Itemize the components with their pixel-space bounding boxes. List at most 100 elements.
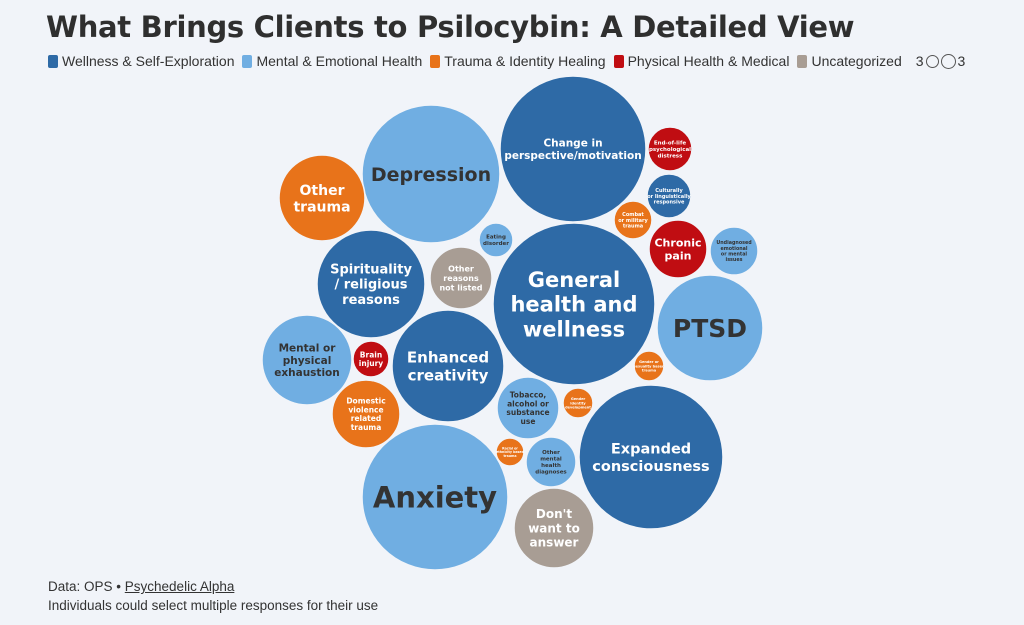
- legend-swatch-wellness: [48, 54, 58, 68]
- source-prefix: Data: OPS •: [48, 579, 122, 594]
- legend-swatch-trauma: [430, 54, 441, 68]
- bubble-circle[interactable]: [525, 436, 577, 488]
- size-key-max: 3: [957, 53, 966, 69]
- bubble-circle[interactable]: [391, 309, 505, 423]
- bubble-circle[interactable]: [513, 487, 595, 569]
- bubble-circle[interactable]: [496, 376, 560, 440]
- source-line: Data: OPS • Psychedelic Alpha: [48, 577, 378, 596]
- bubble-circle[interactable]: [709, 226, 759, 276]
- chart-title: What Brings Clients to Psilocybin: A Det…: [46, 10, 855, 44]
- bubble-circle[interactable]: [429, 246, 493, 310]
- bubble-circle[interactable]: [646, 173, 692, 219]
- bubble-circle[interactable]: [648, 219, 708, 279]
- legend-label: Mental & Emotional Health: [256, 53, 423, 69]
- bubble-label: Anxiety: [373, 480, 497, 514]
- bubble-circle[interactable]: [647, 126, 693, 172]
- bubble-circle[interactable]: [316, 229, 426, 339]
- bubble[interactable]: Depression: [361, 104, 501, 244]
- legend-swatch-physical: [613, 54, 624, 68]
- legend-label: Wellness & Self-Exploration: [62, 53, 235, 69]
- bubble-circle[interactable]: [499, 75, 647, 223]
- legend-item-wellness[interactable]: Wellness & Self-Exploration: [48, 53, 234, 69]
- legend-swatch-mental: [242, 54, 253, 68]
- bubble-circle[interactable]: [613, 200, 653, 240]
- legend-label: Trauma & Identity Healing: [444, 53, 606, 69]
- size-key-ring-icon: [940, 53, 956, 69]
- legend-item-mental[interactable]: Mental & Emotional Health: [242, 53, 422, 69]
- footer: Data: OPS • Psychedelic Alpha Individual…: [48, 577, 378, 615]
- source-link[interactable]: Psychedelic Alpha: [124, 579, 235, 594]
- legend-label: Uncategorized: [811, 53, 902, 69]
- bubble-circle[interactable]: [656, 274, 764, 382]
- bubble-circle[interactable]: [361, 423, 509, 571]
- bubble-circle[interactable]: [352, 340, 390, 378]
- bubble-circle[interactable]: [361, 104, 501, 244]
- legend-item-trauma[interactable]: Trauma & Identity Healing: [430, 53, 606, 69]
- bubble-circle[interactable]: [278, 154, 366, 242]
- legend-swatch-uncategorized: [797, 54, 808, 68]
- size-key-min: 3: [915, 53, 924, 69]
- bubble-circle[interactable]: [261, 314, 353, 406]
- bubble-circle[interactable]: [562, 387, 594, 419]
- bubble-circle[interactable]: [331, 379, 401, 449]
- size-key: 3 3: [916, 53, 966, 69]
- bubble[interactable]: Anxiety: [361, 423, 509, 571]
- bubble-circle[interactable]: [492, 222, 656, 386]
- bubble-label: PTSD: [673, 314, 747, 343]
- bubble-circle[interactable]: [633, 350, 665, 382]
- bubble-circle[interactable]: [495, 437, 525, 467]
- legend-item-uncategorized[interactable]: Uncategorized: [797, 53, 902, 69]
- bubble[interactable]: PTSD: [656, 274, 764, 382]
- legend-item-physical[interactable]: Physical Health & Medical: [613, 53, 789, 69]
- bubble-label: Depression: [371, 164, 491, 186]
- legend: Wellness & Self-Exploration Mental & Emo…: [48, 53, 965, 69]
- size-key-ring-icon: [925, 54, 939, 68]
- bubble-circle[interactable]: [478, 222, 514, 258]
- bubble-circle[interactable]: [578, 384, 724, 530]
- footnote: Individuals could select multiple respon…: [48, 598, 379, 613]
